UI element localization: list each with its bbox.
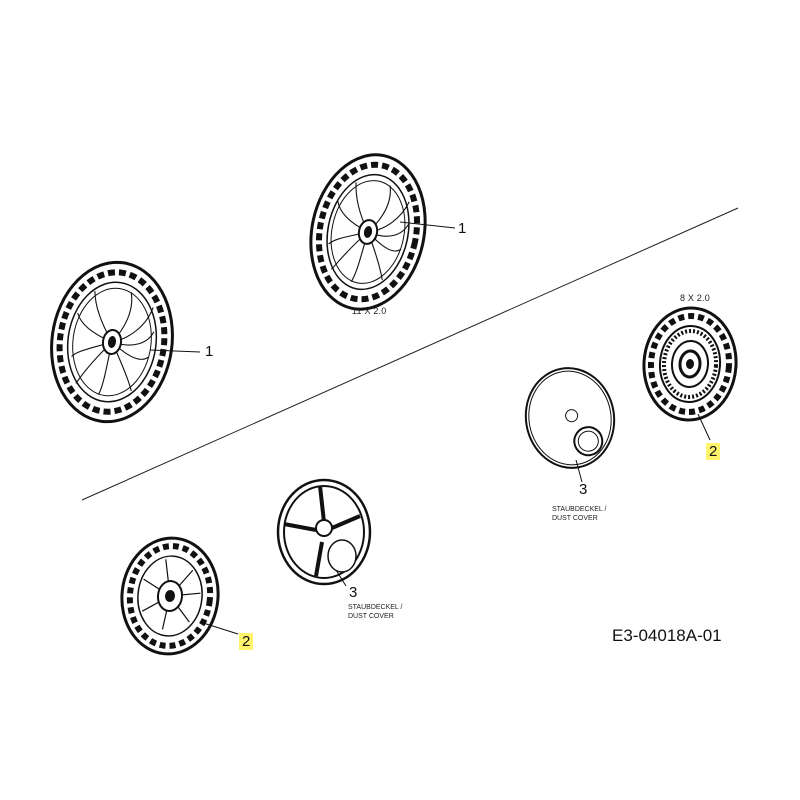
dust-cover-label-line1: STAUBDECKEL / — [348, 604, 403, 611]
callout-wheel-large-left: 1 — [205, 343, 214, 360]
wheel-small-right — [642, 306, 738, 422]
callout-dust-cover-right: 3 — [579, 481, 588, 498]
dust-cover-label-line2: DUST COVER — [552, 515, 598, 522]
size-label-small-wheel: 8 X 2.0 — [680, 293, 710, 303]
wheel-large-top — [309, 153, 427, 311]
drawing-id: E3-04018A-01 — [612, 626, 722, 645]
dust-cover-right — [524, 367, 616, 469]
callout-dust-cover-bottom: 3 — [349, 584, 358, 601]
separator-line — [81, 207, 739, 501]
dust-cover-label-bottom: STAUBDECKEL / DUST COVER — [348, 603, 402, 621]
callout-wheel-small-bottom: 2 — [239, 633, 254, 650]
wheel-small-bottom — [120, 536, 220, 656]
wheel-large-left — [50, 260, 174, 424]
callout-wheel-large-top: 1 — [458, 220, 467, 237]
dust-cover-label-line2: DUST COVER — [348, 613, 394, 620]
dust-cover-label-line1: STAUBDECKEL / — [552, 506, 607, 513]
size-label-large-wheel: 11 X 2.0 — [352, 306, 387, 316]
dust-cover-label-right: STAUBDECKEL / DUST COVER — [552, 505, 606, 523]
callout-wheel-small-right: 2 — [706, 443, 721, 460]
dust-cover-bottom — [276, 478, 372, 586]
